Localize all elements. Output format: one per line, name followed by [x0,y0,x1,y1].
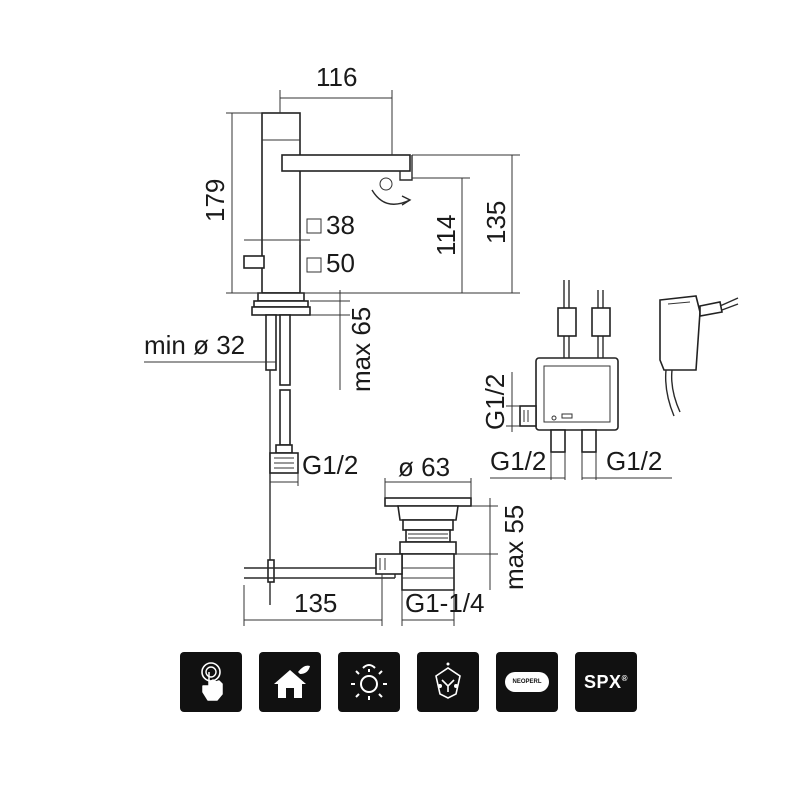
spx-label: SPX® [584,671,628,692]
dim-g12-left: G1/2 [302,450,358,480]
neoperl-icon: NEOPERL [496,652,558,712]
dimension-labels: 116 179 114 135 38 50 max 65 min ø 32 G1… [144,62,662,618]
dim-116: 116 [316,62,357,92]
dim-min-32: min ø 32 [144,330,245,360]
dim-179: 179 [200,179,230,222]
dim-g12-box-side: G1/2 [480,374,510,430]
touch-icon [180,652,242,712]
dimension-lines [144,90,672,626]
pop-up-waste [375,497,472,591]
dim-114: 114 [431,215,461,256]
control-box [519,280,619,453]
dim-g12-box-left: G1/2 [490,446,546,476]
antibacterial-icon [417,652,479,712]
dim-50: 50 [326,248,355,278]
dim-max-55: max 55 [499,505,529,590]
neoperl-label: NEOPERL [512,679,542,685]
home-eco-icon [259,652,321,712]
feature-icons: NEOPERL SPX® [180,652,640,712]
sensor-light-icon [338,652,400,712]
technical-drawing: 116 179 114 135 38 50 max 65 min ø 32 G1… [144,62,739,626]
dim-135-top: 135 [481,201,511,244]
dim-135-bottom: 135 [294,588,337,618]
dim-max-65: max 65 [346,307,376,392]
dim-38: 38 [326,210,355,240]
dim-63: ø 63 [398,452,450,482]
spx-icon: SPX® [575,652,637,712]
power-adapter [659,295,739,417]
dim-g1-14: G1-1/4 [405,588,485,618]
dim-g12-box-right: G1/2 [606,446,662,476]
faucet-body [243,112,413,605]
